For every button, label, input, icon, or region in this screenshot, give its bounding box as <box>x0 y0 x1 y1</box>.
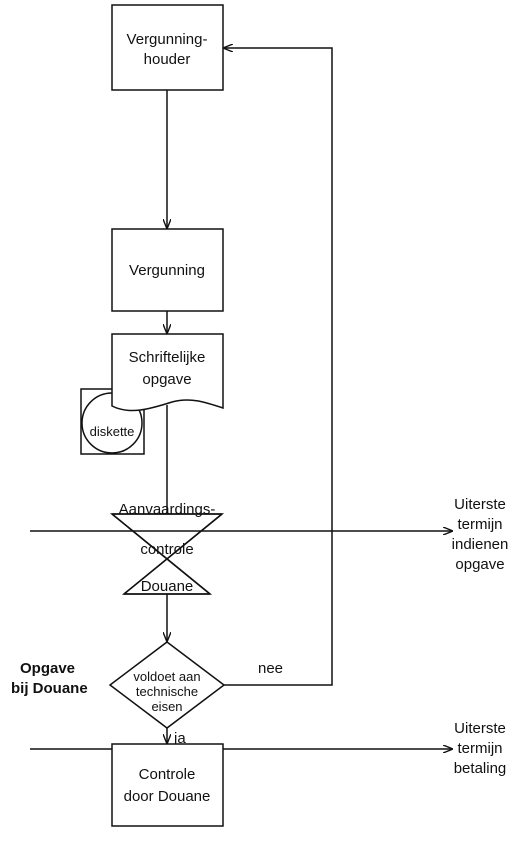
side-label-line2: bij Douane <box>11 680 88 697</box>
node-opgave-line2: opgave <box>142 371 191 388</box>
node-aanvaardingscontrole: Aanvaardings- controle Douane <box>109 501 225 595</box>
node-opgave-line1: Schriftelijke <box>129 349 206 366</box>
deadline-label-indienen: Uiterste termijn indienen opgave <box>452 496 509 573</box>
deadline-betaling-line3: betaling <box>454 760 507 777</box>
node-aanvaarding-line1: Aanvaardings- <box>119 501 216 518</box>
deadline-indienen-line3: indienen <box>452 536 509 553</box>
node-beslissing-line1: voldoet aan <box>133 669 200 684</box>
node-beslissing-line3: eisen <box>151 699 182 714</box>
node-vergunninghouder: Vergunning- houder <box>111 4 224 91</box>
deadline-betaling-line1: Uiterste <box>454 720 506 737</box>
node-vergunning-label: Vergunning <box>129 262 205 279</box>
deadline-betaling-line2: termijn <box>457 740 502 757</box>
node-vergunning: Vergunning <box>111 228 224 312</box>
node-beslissing-line2: technische <box>136 684 198 699</box>
deadline-indienen-line4: opgave <box>455 556 504 573</box>
node-vergunninghouder-line1: Vergunning- <box>127 31 208 48</box>
edge-label-nee: nee <box>258 660 283 677</box>
side-label-line1: Opgave <box>20 660 75 677</box>
node-vergunninghouder-line2: houder <box>144 51 191 68</box>
deadline-label-betaling: Uiterste termijn betaling <box>454 720 507 777</box>
node-controle-line2: door Douane <box>124 788 211 805</box>
node-diskette-label: diskette <box>90 424 135 439</box>
node-controle-line1: Controle <box>139 766 196 783</box>
side-label-opgave-bij-douane: Opgave bij Douane <box>11 660 88 697</box>
node-beslissing: voldoet aan technische eisen <box>108 641 226 729</box>
deadline-indienen-line2: termijn <box>457 516 502 533</box>
node-aanvaarding-line2: controle <box>140 541 193 558</box>
edge-label-ja: ja <box>173 730 186 747</box>
node-aanvaarding-line3: Douane <box>141 578 194 595</box>
node-schriftelijke-opgave: Schriftelijke opgave <box>111 333 224 412</box>
arrow-nee-to-houder <box>224 48 333 686</box>
node-controle-door-douane: Controle door Douane <box>111 743 224 827</box>
deadline-indienen-line1: Uiterste <box>454 496 506 513</box>
